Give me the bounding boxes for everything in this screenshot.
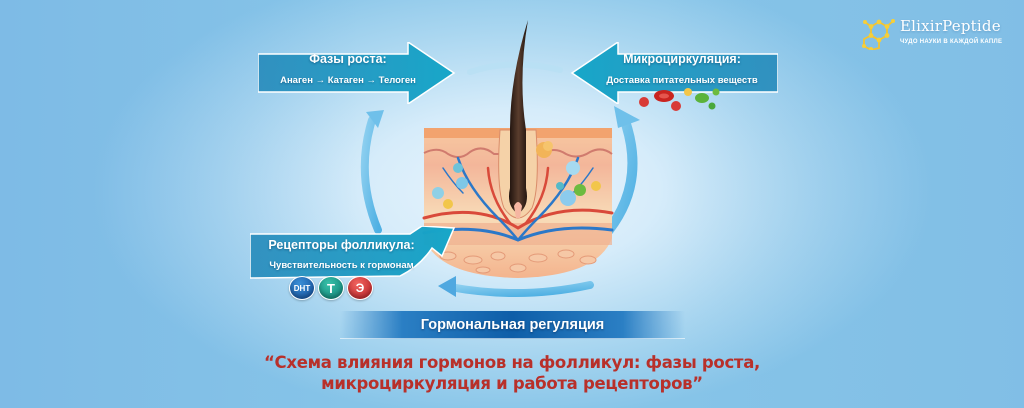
growth-phases-title: Фазы роста:: [309, 52, 387, 66]
hormone-badge-estrogen: Э: [347, 276, 373, 300]
growth-phases-banner: Фазы роста: Анаген → Катаген → Телоген: [258, 42, 458, 104]
receptors-title: Рецепторы фолликула:: [268, 238, 415, 252]
receptors-subtitle: Чувствительность к гормонам: [269, 260, 414, 271]
microcirculation-banner: Микроциркуляция: Доставка питательных ве…: [568, 42, 778, 104]
caption-line-1: “Схема влияния гормонов на фолликул: фаз…: [264, 353, 760, 372]
growth-phases-subtitle: Анаген → Катаген → Телоген: [280, 75, 416, 86]
blood-cells-icon: [639, 88, 720, 111]
arrow-up-right-icon: [250, 226, 455, 279]
hair-follicle-illustration: [422, 20, 614, 278]
diagram-caption: “Схема влияния гормонов на фолликул: фаз…: [150, 352, 874, 394]
receptors-banner: Рецепторы фолликула: Чувствительность к …: [250, 226, 455, 288]
arrow-left-icon: [570, 42, 778, 104]
molecule-hexagon-icon: [862, 19, 895, 50]
microcirculation-title: Микроциркуляция:: [623, 52, 741, 66]
brand-name: ElixirPeptide: [900, 17, 1001, 35]
hormone-badge-dht: DHT: [289, 276, 315, 300]
caption-line-2: микроциркуляция и работа рецепторов”: [321, 374, 703, 393]
hormonal-regulation-bar: Гормональная регуляция: [340, 311, 685, 339]
brand-tagline: ЧУДО НАУКИ В КАЖДОЙ КАПЛЕ: [900, 39, 1003, 45]
hormone-badges: DHT Т Э: [289, 276, 373, 300]
arrow-right-icon: [258, 42, 456, 104]
hormone-badge-testosterone: Т: [318, 276, 344, 300]
brand-logo: ElixirPeptide ЧУДО НАУКИ В КАЖДОЙ КАПЛЕ: [862, 14, 1022, 54]
microcirculation-subtitle: Доставка питательных веществ: [606, 75, 758, 86]
hormonal-regulation-label: Гормональная регуляция: [420, 316, 605, 333]
